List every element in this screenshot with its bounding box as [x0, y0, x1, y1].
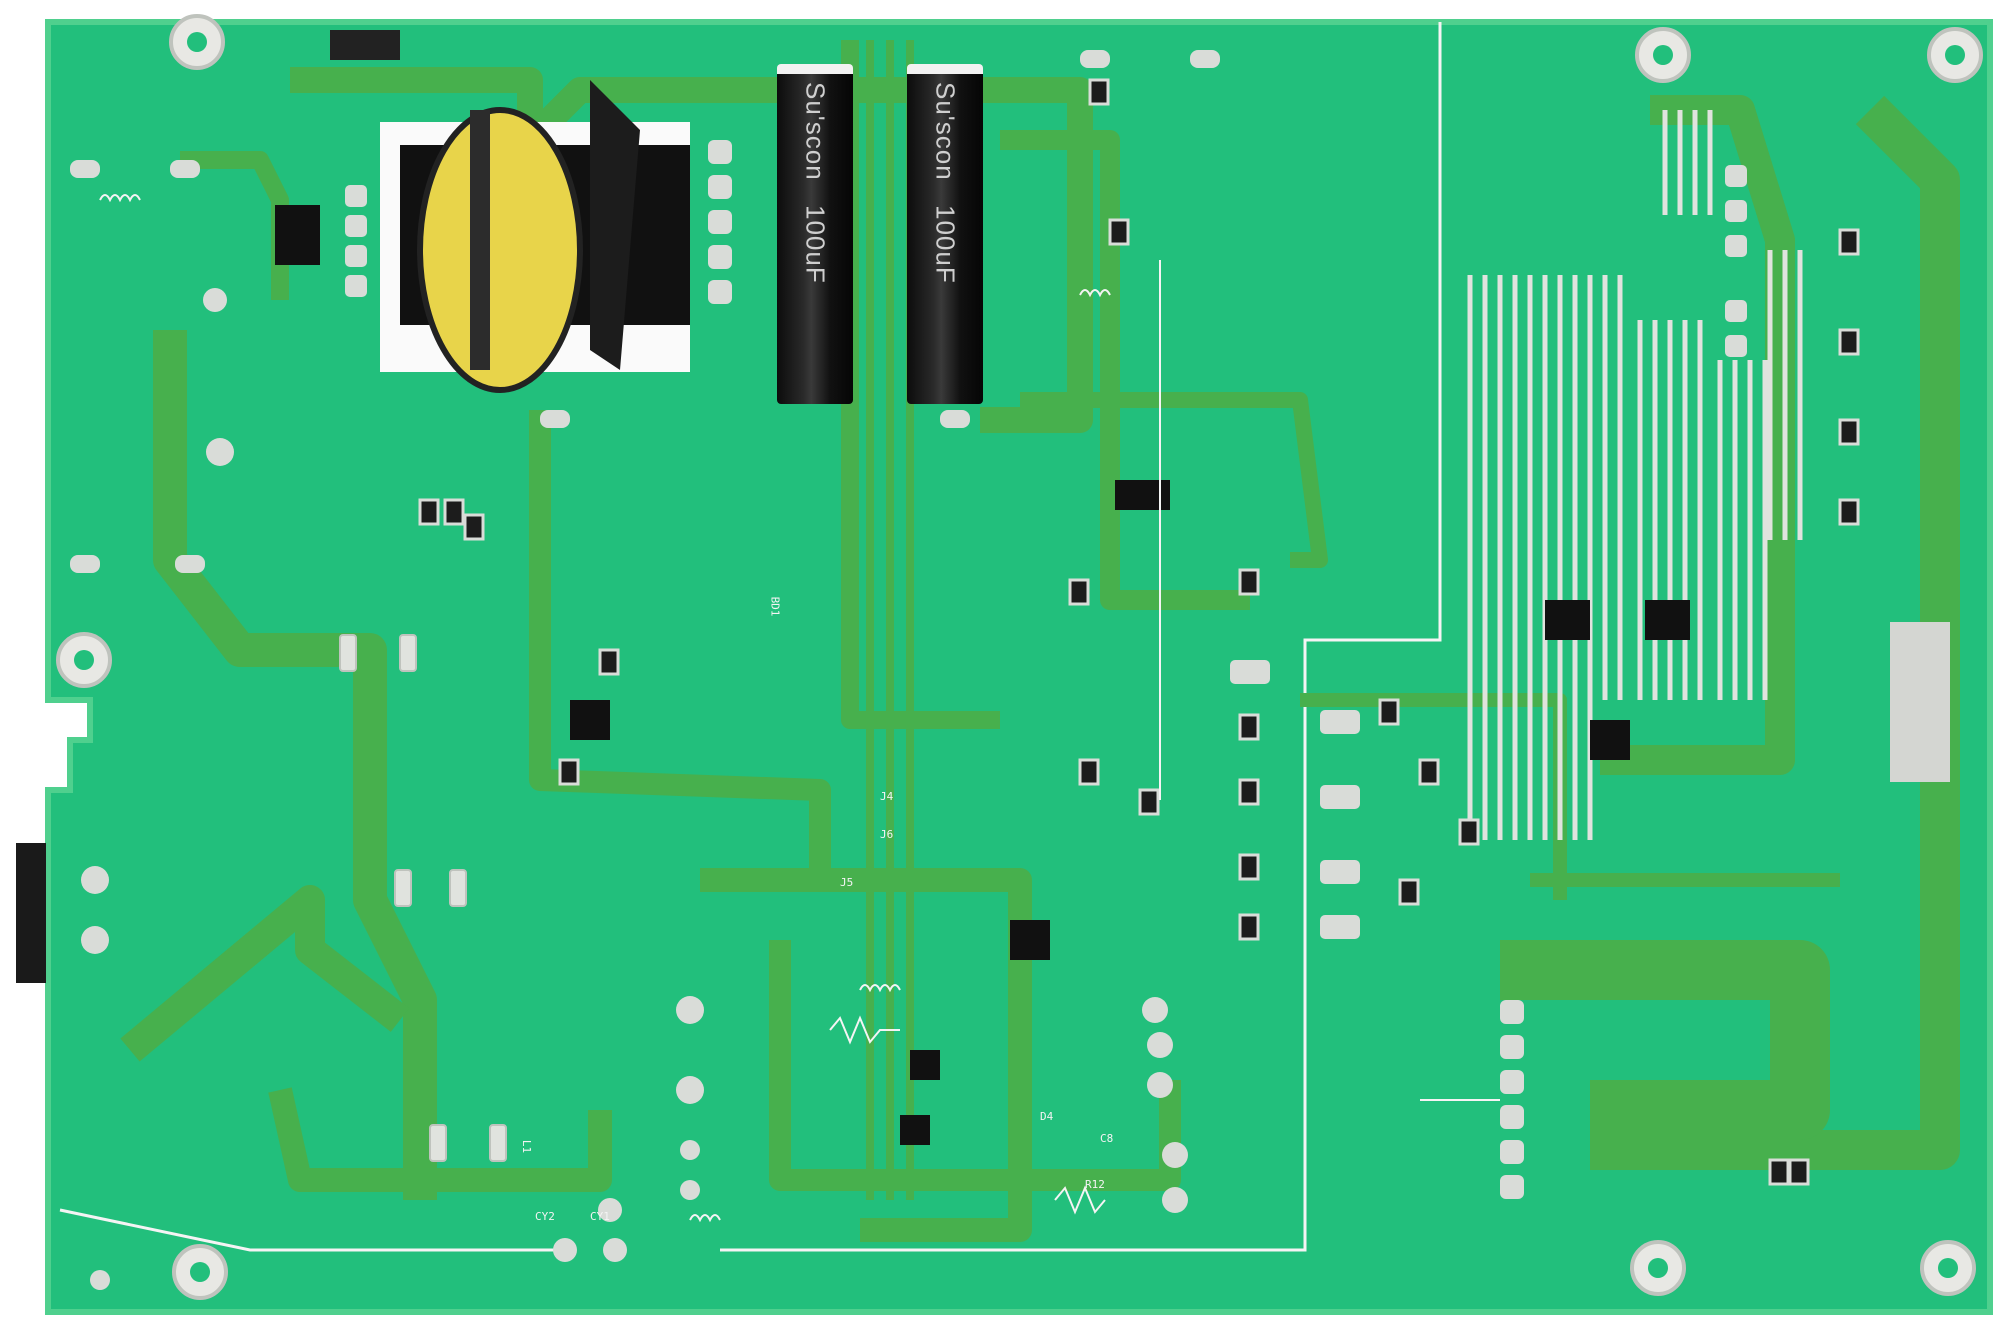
- silk-label: J6: [880, 828, 894, 841]
- capacitor-brand: Su'scon: [800, 82, 831, 181]
- mounting-holes: [56, 14, 1983, 1300]
- mounting-hole-centers: [74, 32, 1965, 1282]
- capacitor-brand: Su'scon: [930, 82, 961, 181]
- through-hole-pads: [70, 50, 1747, 1290]
- isolation-lines: [59, 22, 1442, 1252]
- silk-label: J4: [880, 790, 894, 803]
- silk-label: BD1: [768, 596, 782, 617]
- silk-label: CY2: [535, 1210, 555, 1223]
- capacitor-value: 100uF: [800, 204, 831, 284]
- silk-label: C8: [1100, 1132, 1114, 1145]
- input-connector: [16, 843, 46, 983]
- silk-label: D4: [1040, 1110, 1054, 1123]
- heatsink-pads: [1467, 110, 1803, 840]
- silkscreen-symbols: [99, 194, 1500, 1223]
- silk-label: R12: [1085, 1178, 1105, 1191]
- silk-label: CY1: [590, 1210, 610, 1223]
- electrolytic-capacitor: Su'scon 100uF: [777, 64, 853, 404]
- silk-label: J5: [840, 876, 854, 889]
- output-connector-pads: [1890, 622, 1950, 782]
- electrolytic-capacitor: Su'scon 100uF: [907, 64, 983, 404]
- capacitor-value: 100uF: [930, 204, 961, 284]
- transformer: [380, 80, 690, 393]
- silk-label: L1: [520, 1139, 534, 1154]
